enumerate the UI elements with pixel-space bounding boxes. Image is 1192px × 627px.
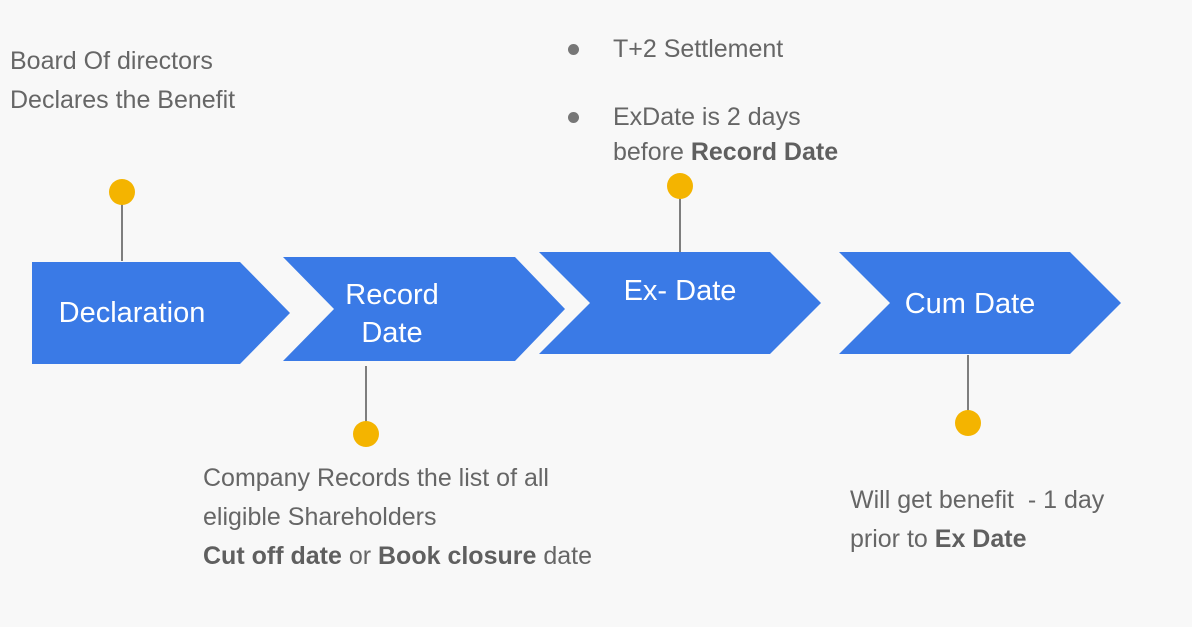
bullet-settlement: T+2 Settlement (568, 30, 838, 68)
step-label-record-line1: Record (345, 279, 439, 311)
step-label-record-line2: Date (361, 317, 423, 349)
note-record-tail: date (536, 542, 592, 570)
bullet-exdate-rule: ExDate is 2 days before Record Date (568, 100, 838, 170)
note-declaration-line1: Board Of directors (10, 47, 213, 75)
note-declaration: Board Of directors Declares the Benefit (10, 42, 235, 120)
step-label-ex-date: Ex- Date (623, 275, 737, 307)
chevron-cum-date (839, 252, 1121, 354)
marker-record-date (353, 421, 379, 447)
note-record-line1: Company Records the list of all (203, 464, 549, 492)
bullet-settlement-text: T+2 Settlement (613, 35, 784, 63)
note-record-line2: eligible Shareholders (203, 503, 437, 531)
marker-cum-date (955, 410, 981, 436)
step-label-declaration: Declaration (58, 297, 206, 329)
note-cum-line1: Will get benefit - 1 day (850, 486, 1105, 514)
note-cum-date: Will get benefit - 1 day prior to Ex Dat… (850, 481, 1104, 559)
bullet-exdate-bold: Record Date (690, 138, 839, 166)
chevron-record-date (283, 257, 565, 361)
step-label-cum-date: Cum Date (904, 288, 1036, 320)
marker-declaration (109, 179, 135, 205)
note-cum-line2: prior to Ex Date (850, 520, 1104, 559)
note-record-bold-closure: Book closure (378, 542, 537, 570)
chevron-ex-date (539, 252, 821, 354)
note-record-line3: Cut off date or Book closure date (203, 537, 592, 576)
bullet-dot-icon (568, 112, 579, 123)
bullet-exdate-line1: ExDate is 2 days (613, 103, 801, 131)
chevron-declaration (32, 262, 290, 364)
note-cum-bold: Ex Date (934, 525, 1027, 553)
note-declaration-line2: Declares the Benefit (10, 86, 236, 114)
bullet-exdate-prefix: before (613, 138, 691, 166)
note-record-bold-cutoff: Cut off date (203, 542, 342, 570)
note-record-date: Company Records the list of all eligible… (203, 459, 592, 576)
marker-ex-date (667, 173, 693, 199)
bullet-dot-icon (568, 44, 579, 55)
step-label-record-date: Record Date (312, 276, 472, 352)
note-record-mid: or (341, 542, 378, 570)
note-ex-date: T+2 Settlement ExDate is 2 days before R… (568, 30, 838, 170)
bullet-exdate-line2: before Record Date (613, 135, 838, 170)
note-cum-prefix: prior to (850, 525, 935, 553)
